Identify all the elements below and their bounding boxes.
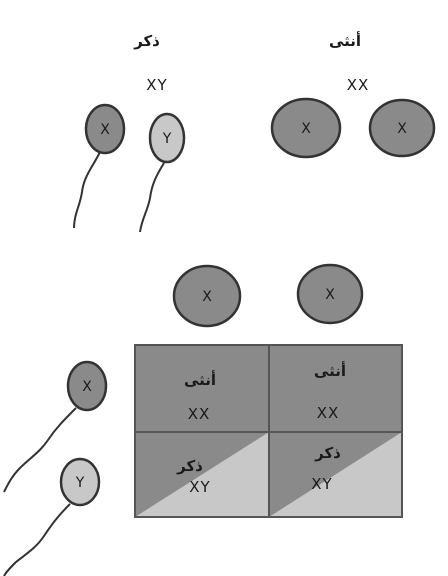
- egg-cell: [172, 264, 242, 328]
- cell-genotype: XX: [188, 405, 211, 423]
- sperm-head: [66, 360, 108, 412]
- cell-genotype: XX: [317, 404, 340, 422]
- punnett-cell-female: [269, 345, 402, 432]
- sperm-head: [84, 103, 126, 155]
- sperm-tail: [139, 162, 165, 233]
- sperm-chromosome: Y: [75, 475, 85, 491]
- egg-cell: [270, 97, 342, 159]
- male-sperm-x: X: [73, 103, 126, 229]
- punnett-cell-female: [135, 345, 269, 432]
- row-sperm-y: Y: [3, 457, 101, 576]
- punnett-cell-shade: [135, 432, 269, 517]
- cell-genotype: XY: [189, 478, 210, 496]
- sperm-tail: [3, 407, 77, 493]
- egg-chromosome: X: [325, 287, 335, 303]
- male-sperm-y: Y: [139, 112, 186, 233]
- egg-chromosome: X: [202, 289, 212, 305]
- sperm-head: [59, 457, 101, 507]
- cell-genotype: XY: [311, 475, 332, 493]
- punnett-cell-shade: [269, 432, 402, 517]
- column-egg-1: X: [172, 264, 242, 328]
- sperm-chromosome: X: [82, 379, 92, 395]
- row-sperm-x: X: [3, 360, 108, 493]
- cell-sex-label: أنثى: [314, 361, 346, 380]
- egg-cell: [296, 263, 364, 325]
- punnett-square: أنثى XX أنثى XX ذكر XY ذكر XY: [134, 344, 403, 518]
- sperm-chromosome: X: [100, 122, 110, 138]
- column-egg-2: X: [296, 263, 364, 325]
- cell-sex-label: أنثى: [184, 370, 216, 389]
- male-genotype: XY: [146, 76, 167, 94]
- sperm-chromosome: Y: [162, 131, 172, 147]
- cell-sex-label: ذكر: [314, 444, 341, 462]
- sperm-tail: [3, 503, 71, 576]
- male-label: ذكر: [133, 32, 160, 50]
- female-label: أنثى: [329, 31, 361, 50]
- sperm-tail: [73, 151, 101, 229]
- female-egg-1: X: [270, 97, 342, 159]
- cell-sex-label: ذكر: [176, 457, 203, 475]
- egg-chromosome: X: [397, 121, 407, 137]
- egg-cell: [368, 98, 436, 158]
- female-egg-2: X: [368, 98, 436, 158]
- sperm-head: [148, 112, 186, 164]
- female-genotype: XX: [347, 76, 370, 94]
- egg-chromosome: X: [301, 121, 311, 137]
